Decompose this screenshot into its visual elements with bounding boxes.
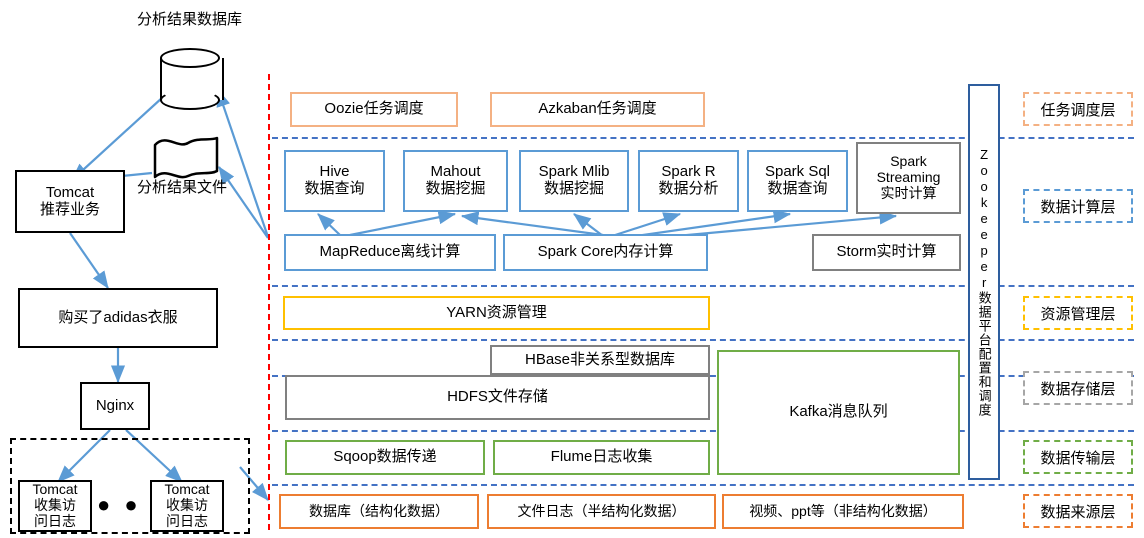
spark-streaming-line2: Streaming <box>876 169 941 186</box>
source-filelog-label: 文件日志（半结构化数据） <box>517 502 686 519</box>
azkaban-label: Azkaban任务调度 <box>538 100 657 118</box>
layer-chip-source: 数据来源层 <box>1023 494 1133 528</box>
source-database-box: 数据库（结构化数据） <box>279 494 479 529</box>
mahout-line2: 数据挖掘 <box>425 180 486 197</box>
sqoop-label: Sqoop数据传递 <box>333 448 437 466</box>
spark-mlib-box: Spark Mlib 数据挖掘 <box>519 150 629 212</box>
layer-chip-storage: 数据存储层 <box>1023 371 1133 405</box>
source-unstructured-label: 视频、ppt等（非结构化数据） <box>749 502 937 519</box>
layer-chip-resource: 资源管理层 <box>1023 296 1133 330</box>
tomcat-recommend-line1: Tomcat <box>45 183 95 201</box>
kafka-label: Kafka消息队列 <box>789 403 888 421</box>
red-vertical-divider <box>268 74 270 530</box>
purchase-box: 购买了adidas衣服 <box>18 288 218 348</box>
source-database-label: 数据库（结构化数据） <box>309 502 449 519</box>
spark-r-line1: Spark R <box>661 163 716 181</box>
tomcat-recommend-box: Tomcat 推荐业务 <box>15 170 125 233</box>
spark-sql-box: Spark Sql 数据查询 <box>747 150 848 212</box>
oozie-box: Oozie任务调度 <box>290 92 458 127</box>
hdfs-label: HDFS文件存储 <box>447 388 548 406</box>
tomcat-log-1-line1: Tomcat <box>32 481 78 498</box>
layer-chip-transport-label: 数据传输层 <box>1040 449 1116 467</box>
yarn-box: YARN资源管理 <box>283 296 710 330</box>
purchase-label: 购买了adidas衣服 <box>58 308 178 326</box>
layer-chip-compute: 数据计算层 <box>1023 189 1133 223</box>
layer-chip-transport: 数据传输层 <box>1023 440 1133 474</box>
spark-r-line2: 数据分析 <box>658 180 719 197</box>
source-filelog-box: 文件日志（半结构化数据） <box>487 494 716 529</box>
tomcat-log-1-line3: 问日志 <box>34 512 76 529</box>
source-unstructured-box: 视频、ppt等（非结构化数据） <box>722 494 964 529</box>
tomcat-log-1-line2: 收集访 <box>34 497 76 514</box>
tomcat-log-farm-container <box>10 438 250 534</box>
tomcat-log-box-1: Tomcat 收集访 问日志 <box>18 480 92 532</box>
layer-chip-scheduling-label: 任务调度层 <box>1040 101 1116 119</box>
kafka-box: Kafka消息队列 <box>717 350 960 475</box>
mahout-line1: Mahout <box>430 163 481 181</box>
hive-box: Hive 数据查询 <box>284 150 385 212</box>
flume-label: Flume日志收集 <box>550 448 653 466</box>
hdfs-box: HDFS文件存储 <box>285 375 710 420</box>
layer-chip-storage-label: 数据存储层 <box>1040 380 1116 398</box>
spark-mlib-line1: Spark Mlib <box>538 163 610 181</box>
hive-line1: Hive <box>319 163 350 181</box>
hbase-box: HBase非关系型数据库 <box>490 345 710 375</box>
layer-chip-scheduling: 任务调度层 <box>1023 92 1133 126</box>
hive-line2: 数据查询 <box>304 180 365 197</box>
mahout-box: Mahout 数据挖掘 <box>403 150 508 212</box>
layer-chip-resource-label: 资源管理层 <box>1040 305 1116 323</box>
flume-box: Flume日志收集 <box>493 440 710 475</box>
spark-streaming-box: Spark Streaming 实时计算 <box>856 142 961 214</box>
spark-sql-line1: Spark Sql <box>764 163 831 181</box>
yarn-label: YARN资源管理 <box>446 303 547 321</box>
mapreduce-box: MapReduce离线计算 <box>284 234 496 271</box>
zookeeper-label: Zookeeper数据平台配置和调度 <box>976 147 992 417</box>
layer-chip-compute-label: 数据计算层 <box>1040 198 1116 216</box>
spark-core-label: Spark Core内存计算 <box>537 243 674 261</box>
tomcat-log-2-line3: 问日志 <box>166 512 208 529</box>
hbase-label: HBase非关系型数据库 <box>524 350 676 368</box>
separator-compute-resource <box>272 285 1134 287</box>
analysis-db-label: 分析结果数据库 <box>137 11 243 28</box>
spark-mlib-line2: 数据挖掘 <box>543 180 604 197</box>
tomcat-log-2-line1: Tomcat <box>164 481 210 498</box>
mapreduce-label: MapReduce离线计算 <box>319 243 461 261</box>
nginx-label: Nginx <box>95 396 135 414</box>
storm-label: Storm实时计算 <box>836 243 937 261</box>
layer-chip-source-label: 数据来源层 <box>1040 503 1116 521</box>
oozie-label: Oozie任务调度 <box>324 100 424 118</box>
tomcat-recommend-line2: 推荐业务 <box>39 200 100 218</box>
spark-streaming-line1: Spark <box>890 153 927 170</box>
separator-storage-transport <box>272 430 1134 432</box>
storm-box: Storm实时计算 <box>812 234 961 271</box>
zookeeper-vertical-bar: Zookeeper数据平台配置和调度 <box>968 84 1000 480</box>
analysis-file-label: 分析结果文件 <box>137 179 228 196</box>
tomcat-log-box-2: Tomcat 收集访 问日志 <box>150 480 224 532</box>
analysis-result-database-cylinder <box>160 48 224 110</box>
separator-scheduling-compute <box>272 137 1134 139</box>
spark-sql-line2: 数据查询 <box>767 180 828 197</box>
azkaban-box: Azkaban任务调度 <box>490 92 705 127</box>
tomcat-log-2-line2: 收集访 <box>166 497 208 514</box>
separator-resource-storage <box>272 339 1134 341</box>
sqoop-box: Sqoop数据传递 <box>285 440 485 475</box>
spark-r-box: Spark R 数据分析 <box>638 150 739 212</box>
nginx-box: Nginx <box>80 382 150 430</box>
separator-transport-source <box>272 484 1134 486</box>
analysis-result-file-shape <box>153 136 219 179</box>
spark-streaming-line3: 实时计算 <box>880 184 937 201</box>
spark-core-box: Spark Core内存计算 <box>503 234 708 271</box>
